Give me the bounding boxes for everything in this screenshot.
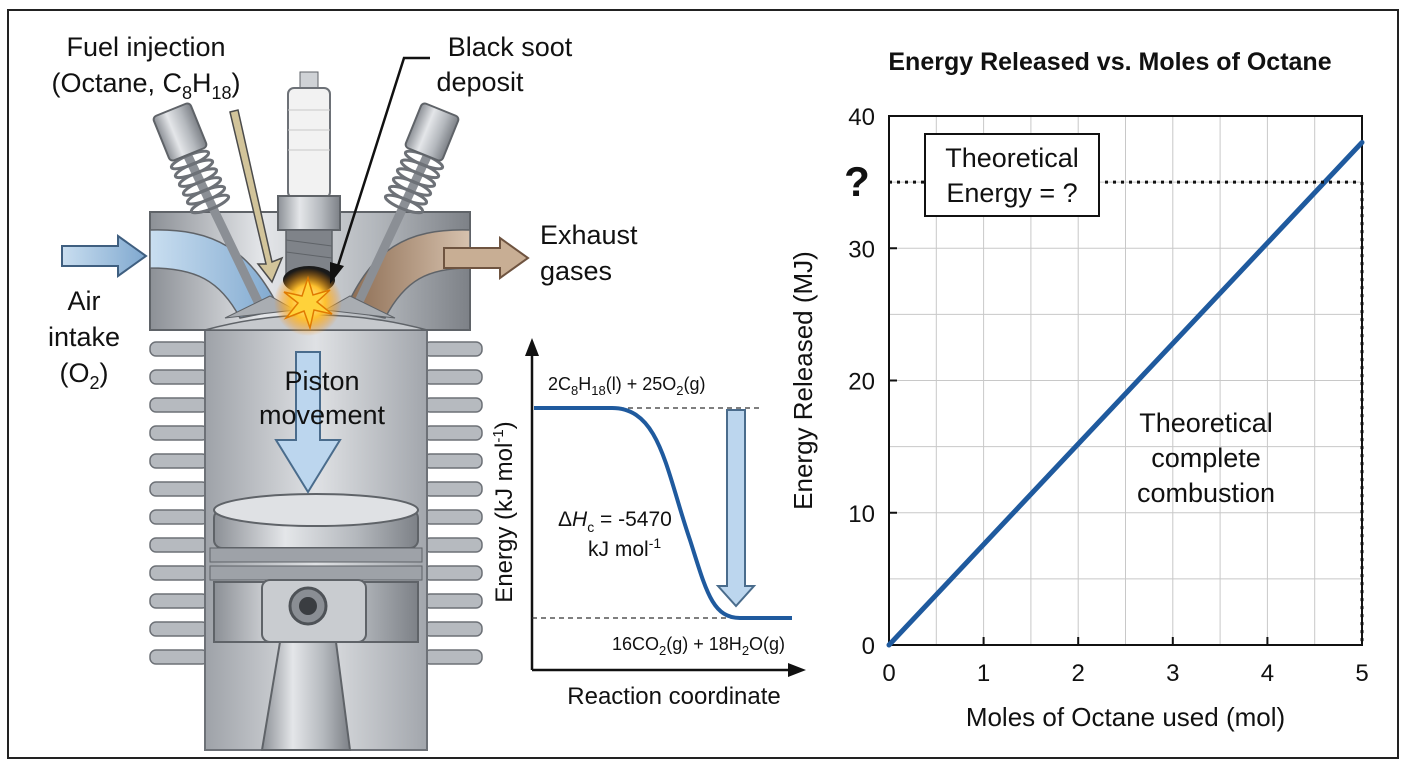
soot-callout-arrow xyxy=(330,56,430,284)
delta-h-arrow xyxy=(715,409,757,608)
chart-series xyxy=(886,139,1365,648)
fin xyxy=(423,369,483,385)
fin xyxy=(149,565,209,581)
x-tick-label: 5 xyxy=(1355,660,1368,687)
fin xyxy=(423,565,483,581)
soot-label-line2: deposit xyxy=(436,67,524,97)
fin xyxy=(423,397,483,413)
energy-level-diagram: 2C8H18(l) + 25O2(g) 16CO2(g) + 18H2O(g) … xyxy=(490,338,806,710)
energy-profile-curve xyxy=(534,406,792,620)
delta-h-unit: kJ mol-1 xyxy=(588,535,661,561)
x-tick-label: 0 xyxy=(882,660,895,687)
series-label-line: complete xyxy=(1151,443,1261,473)
exhaust-valve xyxy=(323,102,460,319)
engine-illustration: Fuel injection (Octane, C8H18) Black soo… xyxy=(48,32,638,751)
fin xyxy=(149,481,209,497)
theoretical-energy-line1: Theoretical xyxy=(945,143,1079,173)
x-tick-label: 4 xyxy=(1261,660,1274,687)
fin xyxy=(149,341,209,357)
fin xyxy=(423,649,483,665)
fuel-injection-formula: (Octane, C8H18) xyxy=(51,68,240,103)
reactants-label: 2C8H18(l) + 25O2(g) xyxy=(548,374,705,398)
intake-valve xyxy=(152,102,297,319)
fin xyxy=(423,481,483,497)
fuel-injection-label: Fuel injection xyxy=(66,32,225,62)
y-tick-label: 0 xyxy=(862,633,875,660)
piston xyxy=(209,493,423,751)
piston-label-line1: Piston xyxy=(284,366,359,396)
question-mark: ? xyxy=(844,158,870,205)
fin xyxy=(423,537,483,553)
chart-x-label: Moles of Octane used (mol) xyxy=(966,702,1285,732)
spring-coil xyxy=(189,193,231,215)
fin xyxy=(149,509,209,525)
air-label-line2: intake xyxy=(48,322,120,352)
outer-frame xyxy=(7,9,1399,759)
y-tick-label: 20 xyxy=(848,369,875,396)
fin xyxy=(149,621,209,637)
series-label-line: Theoretical xyxy=(1139,408,1273,438)
connecting-rod xyxy=(260,641,352,751)
spark-burst xyxy=(274,268,342,336)
spring-coil xyxy=(383,193,425,215)
air-intake-arrow xyxy=(61,234,148,278)
fin xyxy=(423,593,483,609)
energy-x-label: Reaction coordinate xyxy=(567,683,780,710)
theoretical-energy-line2: Energy = ? xyxy=(946,178,1077,208)
fin xyxy=(149,397,209,413)
fin xyxy=(149,649,209,665)
chart-ticks: 0 1 2 3 4 5 0 10 20 30 40 xyxy=(848,104,1368,687)
chart-title: Energy Released vs. Moles of Octane xyxy=(888,48,1331,76)
fin xyxy=(149,369,209,385)
exhaust-label-line2: gases xyxy=(540,256,612,286)
fin xyxy=(423,509,483,525)
energy-chart: Energy Released vs. Moles of Octane 0 1 2 3… xyxy=(788,48,1369,732)
y-tick-label: 30 xyxy=(848,236,875,263)
y-tick-label: 10 xyxy=(848,501,875,528)
fin xyxy=(423,621,483,637)
x-tick-label: 1 xyxy=(977,660,990,687)
fin xyxy=(149,425,209,441)
exhaust-arrow xyxy=(443,236,530,280)
products-label: 16CO2(g) + 18H2O(g) xyxy=(612,634,785,658)
fin xyxy=(423,341,483,357)
fin xyxy=(423,425,483,441)
fin xyxy=(149,593,209,609)
piston-label-line2: movement xyxy=(259,400,386,430)
piston-movement-arrow xyxy=(274,351,342,494)
air-label-line3: (O2) xyxy=(59,358,108,393)
x-tick-label: 2 xyxy=(1072,660,1085,687)
series-label-line: combustion xyxy=(1137,478,1275,508)
series-line xyxy=(886,139,1365,648)
fin xyxy=(149,453,209,469)
fin xyxy=(149,537,209,553)
fin xyxy=(423,453,483,469)
delta-h-label: ΔHc = -5470 xyxy=(558,508,672,535)
air-label-line1: Air xyxy=(68,286,101,316)
theoretical-energy-box xyxy=(924,133,1100,217)
exhaust-label-line1: Exhaust xyxy=(540,220,638,250)
y-tick-label: 40 xyxy=(848,104,875,131)
fuel-injection-callout-arrow xyxy=(229,109,284,284)
spark-plug xyxy=(277,71,341,294)
chart-y-label: Energy Released (MJ) xyxy=(788,251,818,510)
soot-label-line1: Black soot xyxy=(448,32,573,62)
energy-y-label: Energy (kJ mol-1) xyxy=(490,421,518,602)
x-tick-label: 3 xyxy=(1166,660,1179,687)
